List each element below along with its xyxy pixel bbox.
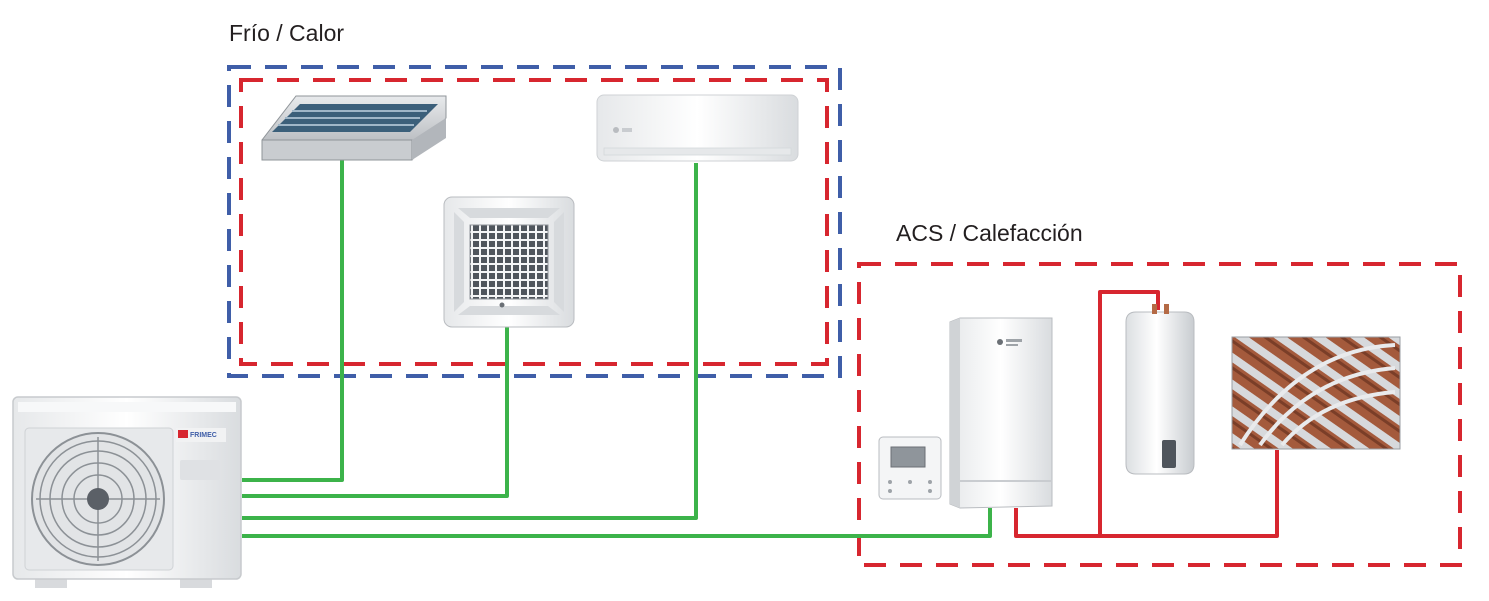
- ducted-indoor-unit-icon: [261, 95, 447, 161]
- wired-controller-icon: [878, 436, 942, 500]
- outdoor-condenser-icon: FRIMEC: [12, 396, 242, 588]
- zone-box-cooling-heating-red: [239, 78, 829, 366]
- refrigerant-lines: [242, 160, 992, 538]
- zone-box-cooling-heating-blue: [227, 65, 842, 378]
- refrigerant-line-ducted: [242, 160, 344, 482]
- hydro-module-icon: [949, 317, 1053, 509]
- zone-label-dhw-heating: ACS / Calefacción: [896, 220, 1083, 246]
- hot-water-tank-icon: [1125, 304, 1195, 475]
- zone-box-dhw-heating: [857, 262, 1462, 567]
- zone-label-cooling-heating: Frío / Calor: [229, 20, 345, 46]
- refrigerant-line-hydrokit: [242, 508, 992, 538]
- water-line-tank: [1098, 290, 1160, 536]
- cassette-indoor-unit-icon: [443, 196, 575, 328]
- refrigerant-line-wall-split: [242, 163, 698, 520]
- underfloor-heating-icon: [1231, 336, 1401, 450]
- wall-split-unit-icon: [596, 94, 799, 162]
- water-line-hydrokit-loop: [1014, 450, 1279, 538]
- outdoor-brand: FRIMEC: [190, 432, 217, 439]
- water-lines: [1014, 290, 1279, 538]
- refrigerant-line-cassette: [242, 326, 509, 498]
